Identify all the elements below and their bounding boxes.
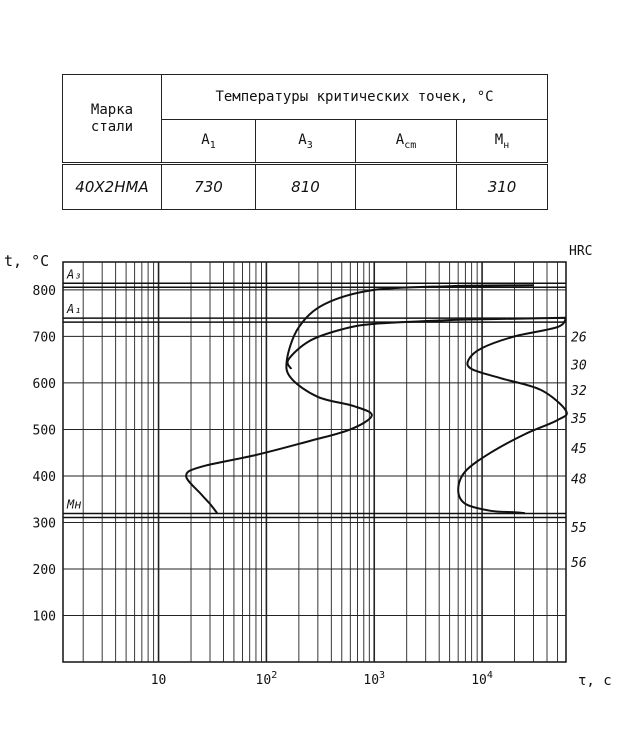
y-tick-label: 800: [33, 284, 56, 299]
steel-grade-header-text: Марка стали: [90, 101, 134, 135]
transformation-curve: [185, 284, 534, 514]
col-header-acm: Acm: [355, 119, 457, 164]
hrc-value-label: 35: [570, 412, 587, 427]
hrc-axis-label: HRC: [569, 244, 592, 259]
table-row: 40Х2НМА 730 810 310: [62, 162, 549, 210]
x-tick-label: 104: [471, 670, 493, 688]
critical-line-label: Mн: [66, 497, 81, 511]
a1-value-cell: 730: [161, 162, 256, 210]
critical-line-label: A₁: [66, 302, 81, 316]
critical-points-table: Марка стали Температуры критических точе…: [62, 74, 549, 210]
hrc-value-label: 30: [570, 358, 587, 373]
steel-grade-header: Марка стали: [62, 74, 162, 164]
y-axis-label: t, °C: [4, 252, 49, 270]
mn-value-cell: 310: [455, 162, 549, 210]
y-tick-label: 500: [33, 423, 56, 438]
hrc-value-label: 56: [571, 556, 587, 571]
hrc-value-label: 45: [571, 442, 587, 457]
col-header-acm-sub: cm: [404, 139, 417, 151]
critical-temps-title: Температуры критических точек, °C: [215, 89, 494, 105]
x-axis-label: τ, с: [578, 673, 612, 689]
x-tick-label: 102: [256, 670, 278, 688]
y-tick-label: 100: [33, 609, 56, 624]
x-tick-exponent: 3: [379, 670, 385, 681]
col-header-mn: Mн: [455, 119, 549, 164]
critical-line-label: A₃: [66, 267, 81, 281]
y-tick-label: 200: [33, 563, 56, 578]
hrc-value-label: 26: [571, 330, 587, 345]
acm-value-cell: [355, 162, 457, 210]
col-header-acm-main: A: [395, 131, 405, 148]
col-header-a3-sub: 3: [306, 139, 313, 151]
transformation-curve: [457, 317, 568, 515]
col-header-a1-sub: 1: [209, 139, 216, 151]
col-header-a3: A3: [255, 119, 356, 164]
col-header-mn-main: M: [494, 131, 504, 148]
col-header-a3-main: A: [298, 131, 307, 148]
hrc-value-label: 48: [571, 472, 587, 487]
x-tick-exponent: 4: [487, 670, 493, 681]
critical-temps-header: Температуры критических точек, °C: [160, 74, 549, 120]
col-header-mn-sub: н: [503, 139, 510, 151]
hrc-value-label: 32: [570, 384, 587, 399]
y-tick-label: 600: [33, 377, 56, 392]
x-tick-label: 10: [151, 673, 167, 688]
y-tick-label: 400: [33, 470, 56, 485]
col-header-a1: A1: [161, 119, 256, 164]
y-tick-label: 700: [33, 330, 56, 345]
hrc-value-label: 55: [571, 521, 587, 536]
ttt-diagram: A₃ A₁ Mн 100 200 300 400 500 600 700 800 10 102 103 10…: [4, 244, 612, 689]
x-tick-exponent: 2: [271, 670, 277, 681]
col-header-a1-main: A: [201, 131, 210, 148]
x-tick-label: 103: [363, 670, 385, 688]
a3-value-cell: 810: [255, 162, 356, 210]
transformation-curve: [286, 316, 567, 370]
steel-grade-cell: 40Х2НМА: [62, 162, 162, 210]
plot-frame: [62, 261, 567, 663]
y-tick-label: 300: [33, 516, 56, 531]
